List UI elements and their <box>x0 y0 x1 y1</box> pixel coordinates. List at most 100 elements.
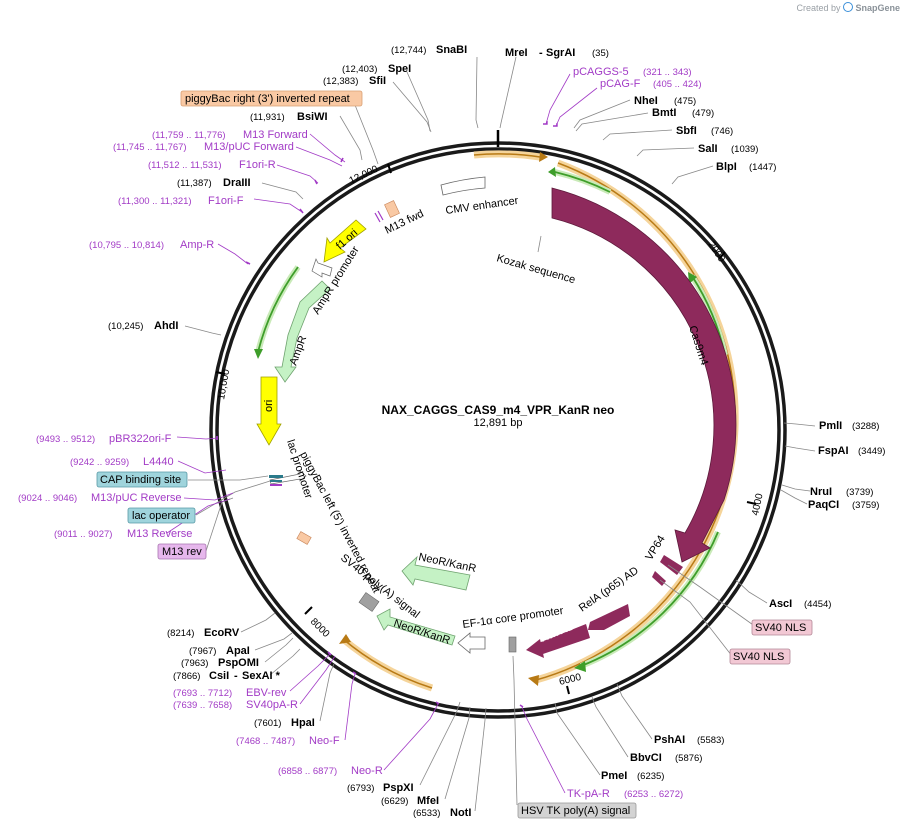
pmark-f1orif <box>299 208 304 214</box>
cap-lac-cluster <box>269 475 283 486</box>
primer-pos-sv40par: (7639 .. 7658) <box>173 700 232 711</box>
site-pos-spei: (12,403) <box>342 64 377 75</box>
box-sv40-nls-1-bg <box>751 619 813 636</box>
site-draiii: DraIII <box>223 177 251 189</box>
tick-10000 <box>215 371 226 375</box>
rela-ad-label: RelA (p65) AD <box>577 565 641 615</box>
leader-apai <box>254 632 293 651</box>
site-pos-draiii: (11,387) <box>177 178 212 189</box>
box-sv40-nls-2: SV40 NLS <box>729 648 791 665</box>
piggybac-left-feature <box>296 531 312 545</box>
backbone-inner <box>215 147 781 713</box>
site-fspai: FspAI <box>818 445 849 457</box>
site-paqci: PaqCI <box>808 499 839 511</box>
leader-nrui <box>781 484 811 492</box>
primer-pos-m13r: (9011 .. 9027) <box>54 529 112 540</box>
credit-brand: SnapGene <box>855 3 900 13</box>
leader-ecorv <box>240 612 276 633</box>
leader-sv40nls-1 <box>667 564 757 628</box>
site-nrui: NruI <box>810 486 832 498</box>
m13-fwd-mark-b <box>377 210 384 221</box>
site-pos-apai: (7967) <box>189 646 216 657</box>
primer-pbr322: pBR322ori-F <box>109 433 172 445</box>
green-arc-1-core <box>554 171 611 193</box>
pleader-pcaggs5 <box>545 73 571 125</box>
site-pos-hpai: (7601) <box>254 718 281 729</box>
site-pos-asci: (4454) <box>804 599 831 610</box>
site-pos-nrui: (3739) <box>846 487 873 498</box>
site-nhei: NheI <box>634 95 658 107</box>
pmark-pcaggs5 <box>543 121 548 125</box>
pmark-ampr <box>245 261 251 265</box>
leader-paqci <box>780 489 808 505</box>
pmark-ebvrev <box>327 651 332 656</box>
site-bmti: BmtI <box>652 107 676 119</box>
tick-8000 <box>304 606 313 615</box>
site-pos-sfii: (12,383) <box>323 76 358 87</box>
site-pos-ahdi: (10,245) <box>108 321 143 332</box>
vp64-feature <box>660 555 683 575</box>
primer-pos-l4440: (9242 .. 9259) <box>70 457 129 468</box>
piggybac-right-feature <box>384 200 400 218</box>
ori-feature <box>256 376 282 446</box>
leader-bsiwi <box>339 115 363 161</box>
tick-6000 <box>566 685 570 695</box>
cmv-enhancer-label: CMV enhancer <box>445 195 520 217</box>
piggybac-left-label: piggyBac left (5') inverted repeat <box>297 450 382 595</box>
site-pmei: PmeI <box>601 770 627 782</box>
box-cap-binding-bg <box>96 471 188 488</box>
m13-fwd-mark-a <box>374 212 381 223</box>
pleader-ebvrev <box>289 653 331 692</box>
site-pos-sali: (1039) <box>731 144 758 155</box>
primer-pcaggs5: pCAGGS-5 <box>573 66 629 78</box>
primer-pos-tkpar: (6253 .. 6272) <box>624 789 683 800</box>
leader-spei <box>406 71 431 132</box>
hsv-tk-polya-feature <box>508 636 517 653</box>
leader-hpai <box>319 663 335 722</box>
pmark-f1orir <box>314 179 318 185</box>
site-pos-pmei: (6235) <box>637 771 664 782</box>
site-mfei: MfeI <box>417 795 439 807</box>
pleader-m13f <box>309 133 346 163</box>
site-pmli: PmlI <box>819 420 842 432</box>
primer-neof: Neo-F <box>309 735 340 747</box>
site-sbfi: SbfI <box>676 125 697 137</box>
box-m13-rev: M13 rev <box>157 543 207 560</box>
site-pos-paqci: (3759) <box>852 500 879 511</box>
cap-site-mark <box>269 475 283 478</box>
pleader-sv40par <box>299 655 336 705</box>
sv40-polya-feature <box>358 592 380 612</box>
site-pos-sbfi: (746) <box>711 126 733 137</box>
site-pos-sgrai: (35) <box>592 48 609 59</box>
primer-ebvrev: EBV-rev <box>246 687 287 699</box>
leader-bmti <box>575 112 649 132</box>
box-m13-rev-text: M13 rev <box>162 546 202 558</box>
box-cap-binding: CAP binding site <box>96 471 188 488</box>
pmark-neof <box>352 671 357 675</box>
primer-neor: Neo-R <box>351 765 383 777</box>
cas9m4-feature <box>551 187 737 563</box>
kozak-label: Kozak sequence <box>495 252 577 286</box>
site-pos-noti: (6533) <box>413 808 440 819</box>
orf-arc-cmv-core <box>473 153 541 158</box>
site-pos-ecorv: (8214) <box>167 628 194 639</box>
lac-operator-mark <box>270 480 282 482</box>
rta-ad-feature <box>536 624 590 655</box>
leader-piggybac-right <box>354 104 379 165</box>
green-arrow-1 <box>548 167 556 177</box>
primer-f1orir: F1ori-R <box>239 159 276 171</box>
site-ecorv: EcoRV <box>204 627 240 639</box>
primer-l4440: L4440 <box>143 456 174 468</box>
site-pos-bbvci: (5876) <box>675 753 702 764</box>
backbone-outer <box>209 141 787 719</box>
leader-nhei <box>573 99 631 129</box>
site-pos-snabi: (12,744) <box>391 45 426 56</box>
leader-snabi <box>475 56 479 129</box>
site-pos-pspxi: (6793) <box>347 783 374 794</box>
site-pos-bmti: (479) <box>692 108 714 119</box>
leader-pmli <box>783 422 816 427</box>
orf-arrow-cmv <box>539 152 548 162</box>
rta-ad-arrowhead <box>526 639 544 658</box>
leader-pmei <box>554 702 601 776</box>
box-piggybac-right-text: piggyBac right (3') inverted repeat <box>185 93 350 105</box>
